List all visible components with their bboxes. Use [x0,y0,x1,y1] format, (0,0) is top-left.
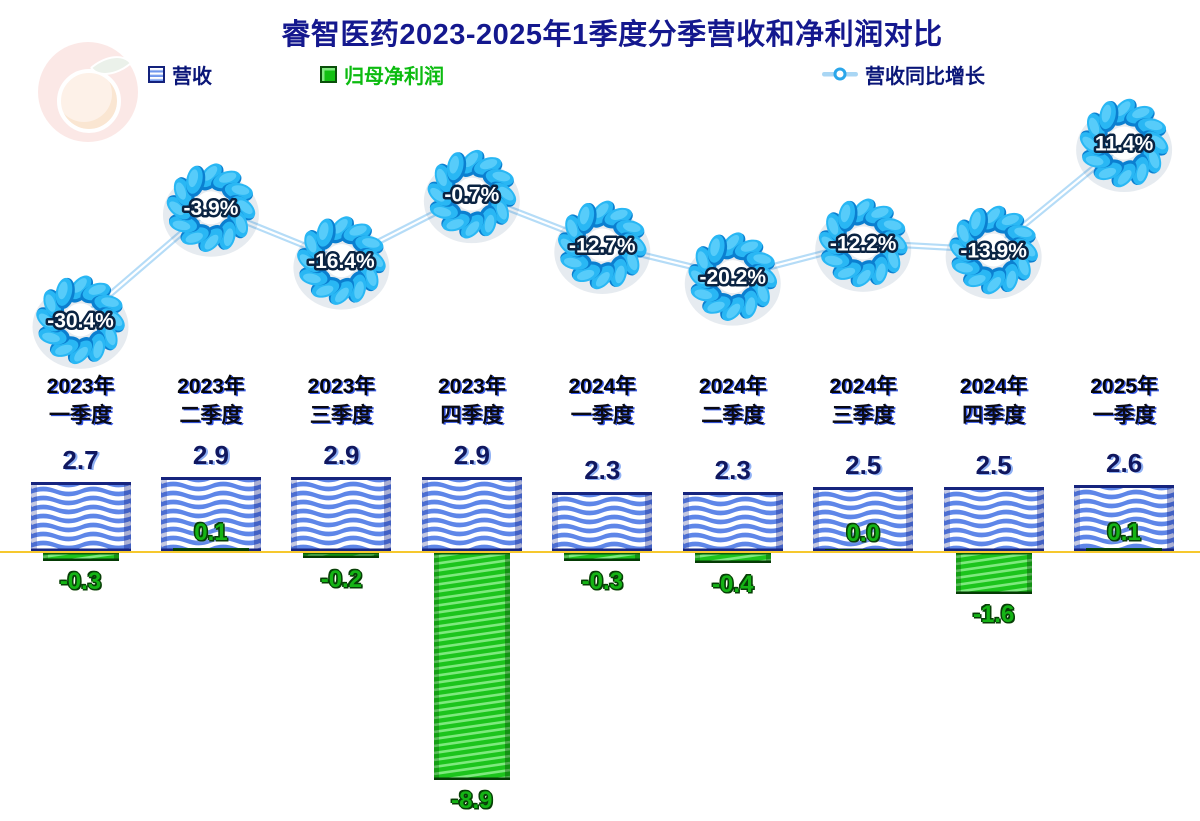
profit-bar [825,541,902,562]
revenue-bar [290,476,393,559]
category-quarter: 二季度 [701,404,765,427]
profit-value-label: -0.4 [712,570,754,598]
revenue-value-label: 2.9 [453,439,490,470]
profit-bar [303,544,380,565]
profit-bar [564,544,641,572]
category-label: 2025年一季度 [1059,372,1189,430]
revenue-value-label: 2.3 [714,454,751,485]
revenue-bar [29,481,132,555]
legend-net-profit-label: 归母净利润 [344,65,444,88]
category-quarter: 三季度 [831,404,895,427]
category-year: 2023年 [437,375,506,398]
profit-value-label: -1.6 [972,601,1015,629]
legend-net-profit: 归母净利润 [320,60,444,88]
category-year: 2023年 [46,375,115,398]
category-label: 2023年三季度 [276,372,406,430]
profit-bar [955,544,1032,600]
category-year: 2024年 [959,375,1028,398]
revenue-bar [942,486,1045,551]
category-label: 2024年二季度 [668,372,798,430]
profit-swatch-icon [320,65,337,83]
category-quarter: 一季度 [49,404,112,427]
revenue-swatch-icon [148,65,165,83]
category-quarter: 二季度 [179,404,243,427]
profit-value-label: 0.1 [1107,518,1141,546]
logo-ring [57,69,121,133]
category-year: 2023年 [307,375,376,398]
revenue-value-label: 2.3 [584,454,621,485]
profit-value-label: -0.2 [320,565,363,593]
category-label: 2023年一季度 [16,372,146,430]
growth-line-icon [822,67,858,81]
revenue-bar [551,491,654,556]
category-quarter: 四季度 [962,404,1026,427]
category-label: 2024年一季度 [537,372,667,430]
profit-bar [172,539,250,561]
chart-title: 睿智医药2023-2025年1季度分季营收和净利润对比 [281,19,943,51]
revenue-bar [421,476,523,559]
legend-growth-label: 营收同比增长 [865,65,985,88]
profit-value-label: -8.9 [451,787,493,815]
profit-bar [433,544,511,789]
category-label: 2024年四季度 [929,372,1059,430]
legend-revenue: 营收 [148,60,212,88]
brand-watermark-icon [38,42,138,142]
revenue-value-label: 2.9 [323,439,360,470]
revenue-value-label: 2.7 [62,444,99,475]
category-quarter: 三季度 [309,404,373,427]
profit-value-label: 0.0 [846,520,880,548]
category-label: 2023年二季度 [146,372,276,430]
category-quarter: 四季度 [440,404,504,427]
profit-bar [42,544,119,572]
revenue-value-label: 2.5 [975,449,1012,480]
category-label: 2024年三季度 [798,372,928,430]
category-year: 2024年 [568,375,637,398]
axis-zero-line [0,550,1200,553]
category-quarter: 一季度 [1092,404,1156,427]
profit-value-label: 0.1 [194,518,228,546]
profit-value-label: -0.3 [59,568,102,596]
legend-revenue-label: 营收 [172,65,212,88]
profit-value-label: -0.3 [581,568,623,596]
profit-bar [1085,539,1163,561]
category-quarter: 一季度 [570,404,634,427]
revenue-value-label: 2.5 [845,449,882,480]
revenue-bar [812,486,914,551]
profit-bar [694,544,771,572]
revenue-value-label: 2.9 [192,439,230,470]
legend-growth: 营收同比增长 [822,60,985,88]
revenue-bar [681,491,784,556]
category-label: 2023年四季度 [407,372,537,430]
category-year: 2024年 [698,375,767,398]
revenue-value-label: 2.6 [1106,447,1143,478]
category-year: 2023年 [177,375,245,398]
category-year: 2024年 [829,375,898,398]
category-year: 2025年 [1090,375,1158,398]
